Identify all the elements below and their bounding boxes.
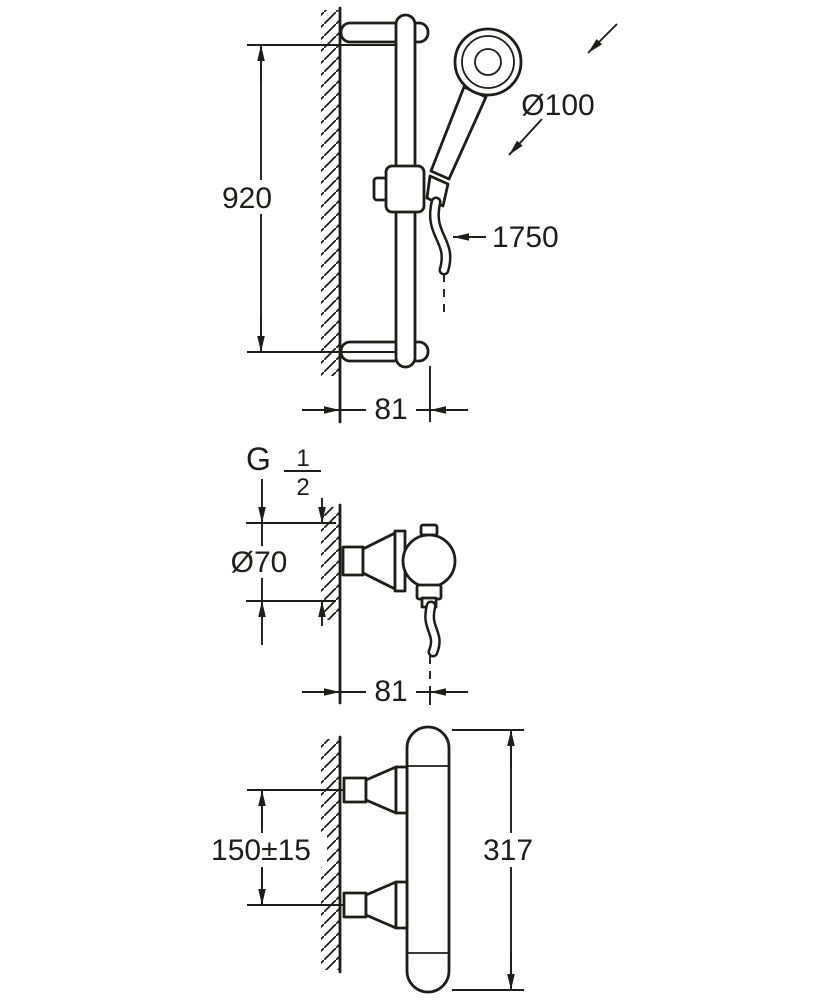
valve-body xyxy=(401,533,457,589)
dimension-connection-spacing: 150±15 xyxy=(195,789,343,906)
wall-hatching-bottom xyxy=(321,739,340,970)
thread-prefix: G xyxy=(246,441,271,477)
arrow-diagonal-icon xyxy=(587,23,618,54)
thread-size-label: G 1 2 xyxy=(246,441,321,501)
dimension-wall-distance-top: 81 xyxy=(302,366,468,426)
hand-shower-head xyxy=(453,27,523,97)
wall-union-nut xyxy=(341,545,365,577)
hose-length-value: 1750 xyxy=(492,221,559,254)
wall-hatching-middle xyxy=(321,507,340,620)
wall-distance-middle-value: 81 xyxy=(374,675,407,708)
valve-top-knob xyxy=(419,523,439,537)
thermostat-body xyxy=(405,725,451,994)
shower-rail-assembly xyxy=(321,6,523,424)
spray-face-outer-ring xyxy=(461,35,515,89)
connection-spacing-value: 150±15 xyxy=(211,834,311,867)
dimension-hose-length: 1750 xyxy=(453,221,559,254)
escutcheon-diameter-value: Ø70 xyxy=(231,546,288,579)
thread-denominator: 2 xyxy=(296,474,309,501)
dimension-escutcheon-diameter: Ø70 xyxy=(224,479,336,645)
valve-hose-fill xyxy=(426,603,439,655)
hand-shower-handle xyxy=(429,85,488,181)
arrow-diagonal-icon xyxy=(508,118,543,156)
total-height-value: 317 xyxy=(483,834,533,867)
connection-cone-bottom xyxy=(364,880,398,930)
dimension-rail-height: 920 xyxy=(213,44,396,353)
connection-nut-bottom xyxy=(342,891,368,919)
mixer-valve-assembly xyxy=(321,503,457,705)
spray-face-inner-ring xyxy=(474,48,502,76)
connection-nut-top xyxy=(342,776,368,804)
wall-distance-top-value: 81 xyxy=(374,393,407,426)
slider-holder xyxy=(384,164,426,214)
thermostat-assembly xyxy=(321,725,451,994)
dimension-wall-distance-middle: 81 xyxy=(302,675,468,708)
connection-plate-bottom xyxy=(394,880,409,930)
rail-height-value: 920 xyxy=(222,182,272,215)
wall-hatching-top xyxy=(321,10,340,376)
thread-numerator: 1 xyxy=(296,445,309,472)
connection-cone-top xyxy=(364,765,398,815)
dimension-head-diameter: Ø100 xyxy=(508,23,618,156)
dimension-total-height: 317 xyxy=(452,729,537,991)
escutcheon-cone xyxy=(361,531,397,591)
connection-plate-top xyxy=(394,765,409,815)
shower-hose-fill xyxy=(431,199,449,273)
head-diameter-value: Ø100 xyxy=(521,89,594,122)
